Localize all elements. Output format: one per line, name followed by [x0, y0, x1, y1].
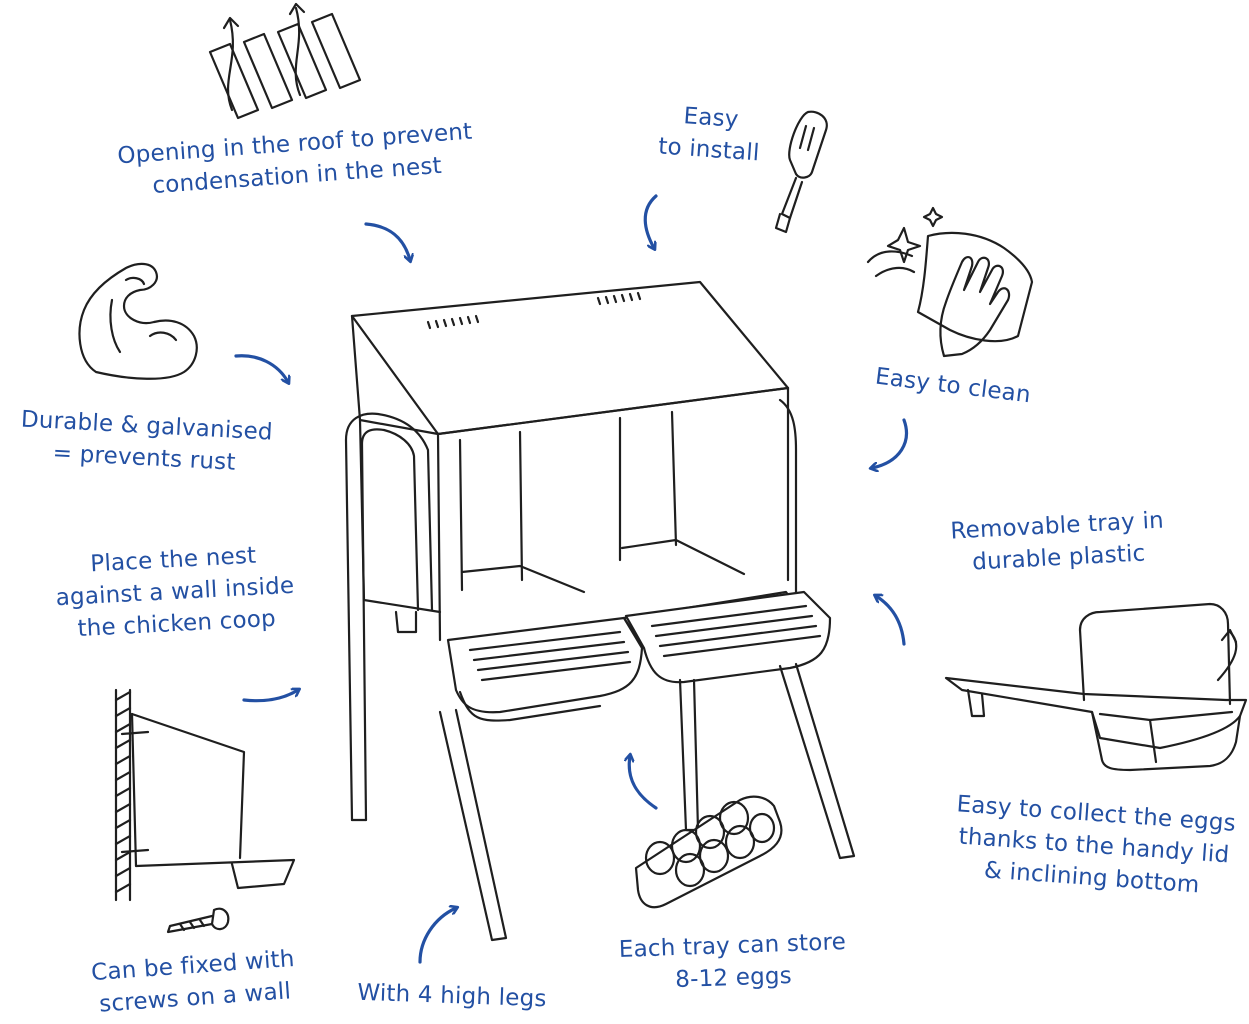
arrow-tray	[876, 596, 906, 646]
flexed-arm-icon	[78, 262, 198, 380]
label-place-nest: Place the nest against a wall inside the…	[48, 538, 303, 647]
label-removable-tray: Removable tray in durable plastic	[944, 504, 1171, 580]
arrow-install	[643, 194, 658, 248]
screwdriver-icon	[774, 110, 828, 234]
arrow-eggs	[629, 756, 658, 810]
arrow-legs	[418, 908, 456, 964]
arrow-roof	[364, 222, 410, 260]
vent-slats-icon	[208, 2, 362, 120]
nest-box-illustration	[344, 280, 856, 942]
label-durable: Durable & galvanised = prevents rust	[18, 404, 273, 481]
removable-tray-icon	[944, 602, 1248, 772]
label-tray-capacity: Each tray can store 8-12 eggs	[609, 926, 857, 999]
screw-icon	[166, 907, 230, 934]
wall-mount-icon	[114, 688, 296, 902]
arrow-place	[242, 690, 298, 703]
arrows	[234, 194, 909, 964]
cleaning-hand-icon	[866, 206, 1034, 358]
egg-carton-icon	[634, 795, 783, 909]
arrow-durable	[234, 354, 288, 382]
arrow-clean	[872, 418, 909, 468]
label-easy-install: Easy to install	[638, 97, 782, 171]
